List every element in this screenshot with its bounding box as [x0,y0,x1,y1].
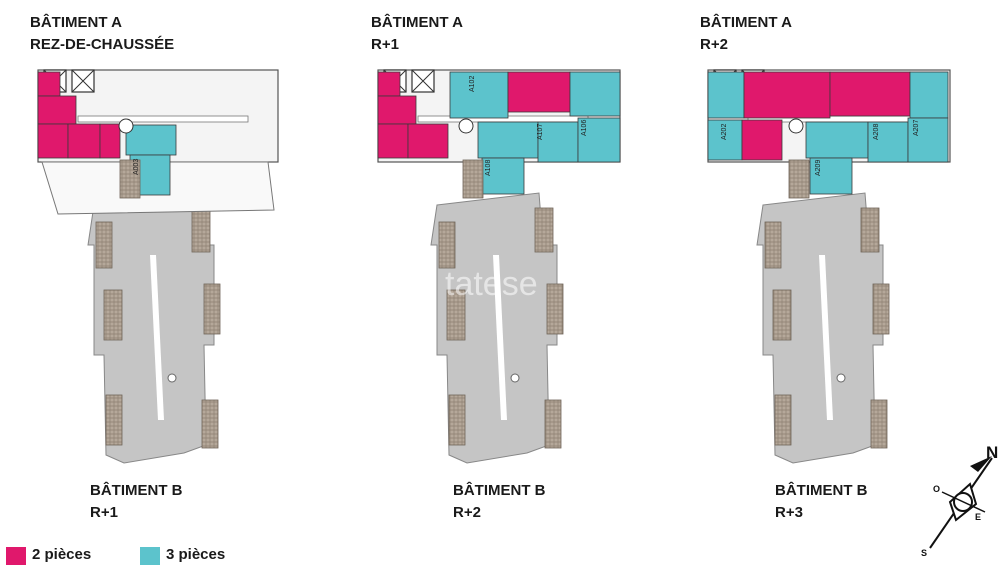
compass-north-arrow [970,456,992,472]
building-b-balcony [546,283,564,335]
building-b-balcony [95,221,113,269]
room-three-rooms [909,71,949,119]
building-b-balcony [860,207,880,253]
plan2-building-a-title: BÂTIMENT A [371,14,463,31]
plan2-floor-b-title: R+2 [453,504,481,521]
unit-label: A003 [133,159,140,175]
unit-label: A102 [469,76,476,92]
spiral-stair [458,118,474,134]
building-b-balcony [534,207,554,253]
building-b-balcony [544,399,562,449]
building-b-balcony [772,289,792,341]
compass-e-label: E [975,512,981,522]
spiral-stair [118,118,134,134]
compass-n-label: N [986,443,998,462]
room-two-rooms [37,95,77,125]
room-three-rooms [569,71,621,117]
elevator-box-cross [71,69,95,93]
connector-stair [462,159,484,199]
building-b-balcony [870,399,888,449]
compass-s-label: S [921,548,927,558]
building-a-corridor [77,115,249,123]
building-b-marker [167,373,177,383]
room-two-rooms [99,123,121,159]
room-two-rooms [743,71,831,119]
connector-stair [788,159,810,199]
room-two-rooms [407,123,449,159]
plan1-floor-b-title: R+1 [90,504,118,521]
room-two-rooms [741,119,783,161]
room-two-rooms [507,71,571,113]
legend-two-rooms-swatch [6,547,26,565]
room-three-rooms [867,121,909,163]
plan1-building-b-title: BÂTIMENT B [90,482,183,499]
plan-rdc: A003 [37,69,279,464]
building-b-balcony [872,283,890,335]
building-b-balcony [438,221,456,269]
plan3-floor-b-title: R+3 [775,504,803,521]
plan3-building-a-title: BÂTIMENT A [700,14,792,31]
building-b-marker [836,373,846,383]
room-two-rooms [829,71,911,117]
building-b-balcony [448,394,466,446]
building-b-balcony [446,289,466,341]
room-two-rooms [67,123,101,159]
legend-two-rooms-label: 2 pièces [32,546,92,563]
watermark-text: tatese [445,265,538,303]
room-three-rooms [805,121,869,159]
building-b-balcony [105,394,123,446]
room-three-rooms [477,121,539,159]
building-b-balcony [764,221,782,269]
plan1-building-a-title: BÂTIMENT A [30,14,122,31]
spiral-stair [788,118,804,134]
building-b-marker [510,373,520,383]
elevator-box-cross [411,69,435,93]
plan1-floor-a-title: REZ-DE-CHAUSSÉE [30,36,175,53]
building-b-balcony [103,289,123,341]
room-two-rooms [37,123,69,159]
unit-label: A107 [537,124,544,140]
compass-o-label: O [933,484,940,494]
building-b-strip [150,255,164,420]
unit-label: A202 [721,124,728,140]
plan2-floor-a-title: R+1 [371,36,399,53]
room-three-rooms [537,121,579,163]
plan2-building-b-title: BÂTIMENT B [453,482,546,499]
room-two-rooms [37,71,61,97]
room-two-rooms [377,95,417,125]
building-b-balcony [201,399,219,449]
unit-label: A207 [913,120,920,136]
unit-label: A108 [485,160,492,176]
building-b-strip [819,255,833,420]
room-two-rooms [377,71,401,97]
room-three-rooms [125,124,177,156]
room-three-rooms [907,117,949,163]
room-three-rooms [707,71,745,119]
room-three-rooms [707,119,743,161]
room-three-rooms [809,157,853,195]
building-b-balcony [774,394,792,446]
unit-label: A209 [815,160,822,176]
room-three-rooms [577,117,621,163]
compass-rose: N O E S [921,443,998,558]
plan3-building-b-title: BÂTIMENT B [775,482,868,499]
building-b-balcony [191,207,211,253]
unit-label: A208 [873,124,880,140]
legend-three-rooms-label: 3 pièces [166,546,226,563]
room-three-rooms [449,71,509,119]
room-two-rooms [377,123,409,159]
unit-label: A106 [581,120,588,136]
building-b-balcony [203,283,221,335]
connector-stair [119,159,141,199]
building-b-strip [493,255,507,420]
plan3-floor-a-title: R+2 [700,36,728,53]
legend-three-rooms-swatch [140,547,160,565]
